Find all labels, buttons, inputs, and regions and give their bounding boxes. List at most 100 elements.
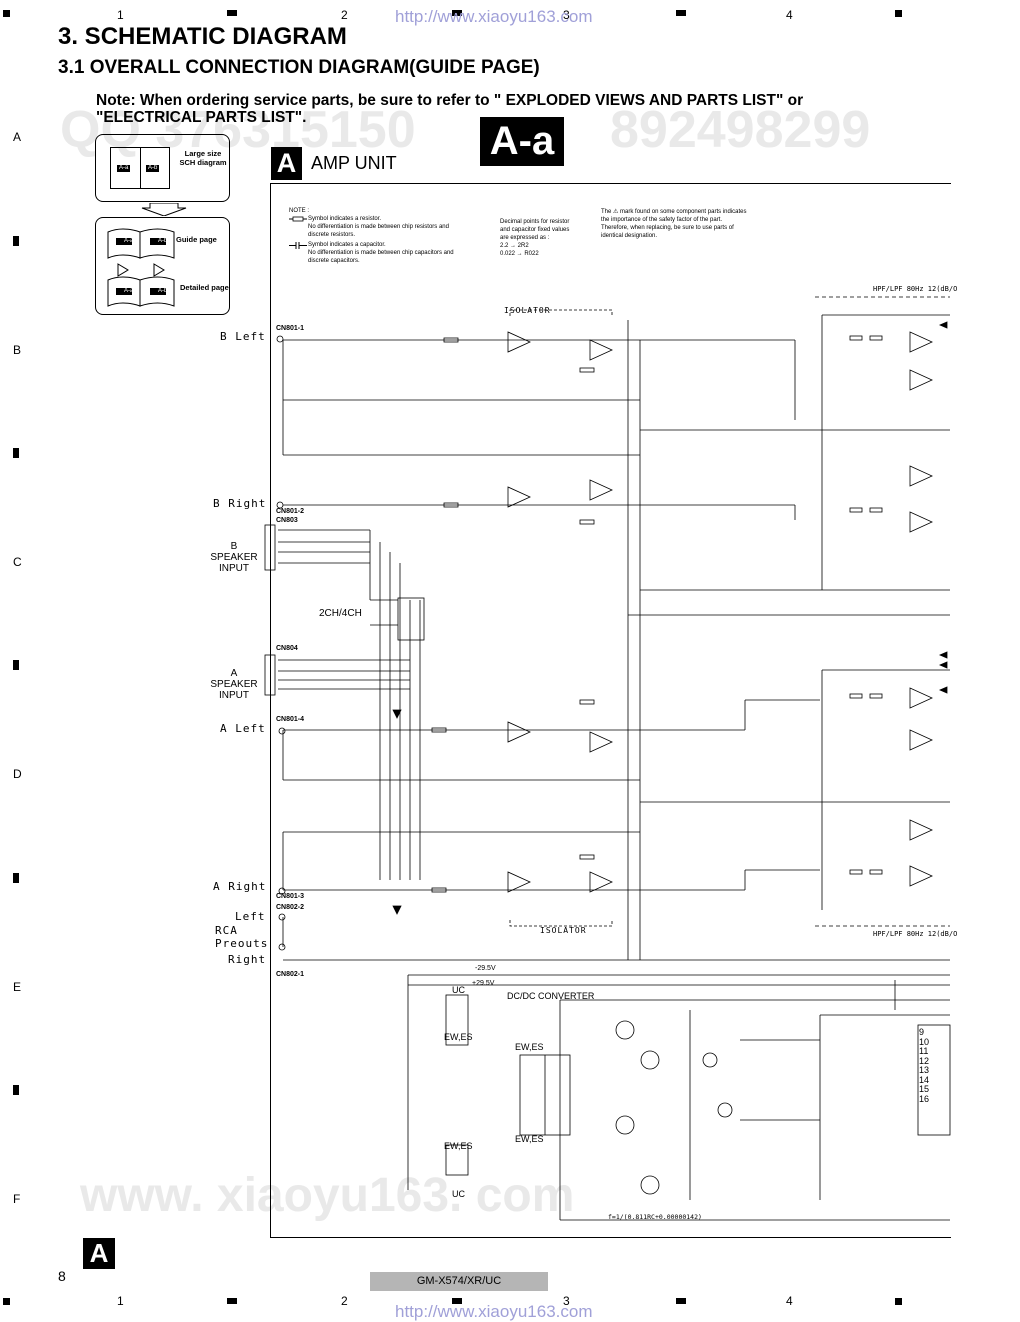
cn801-1-label: CN801-1 (276, 325, 305, 332)
cn801-2-label: CN801-2 (276, 508, 305, 515)
frequency-formula: f=1/(0.811RC+0.00000142) (608, 1213, 702, 1221)
ruler-mark (452, 1298, 462, 1304)
capacitor-symbol-icon (289, 242, 307, 249)
page-title: 3. SCHEMATIC DIAGRAM (58, 23, 347, 50)
sheet-icon: A-a A-b (110, 147, 170, 189)
corner-mark (3, 10, 10, 17)
ewes-mid-bottom-label: EW,ES (515, 1134, 544, 1144)
ewes-mid-top-label: EW,ES (515, 1042, 544, 1052)
cn802-2-label: CN802-2 (276, 904, 305, 911)
unit-name: AMP UNIT (311, 153, 397, 173)
row-mark (13, 873, 19, 883)
footer-letter-badge: A (83, 1238, 115, 1269)
isolator-top-label: ISOLATOR (504, 306, 551, 315)
model-number-bar: GM-X574/XR/UC (370, 1272, 548, 1291)
preouts-label: Preouts (215, 937, 269, 950)
row-letter: B (13, 343, 22, 357)
isolator-bottom-label: ISOLATOR (540, 926, 587, 935)
watermark-qq: QQ 376315150 (60, 101, 416, 159)
detail-a-label: A-a (124, 288, 134, 294)
ordering-note-line2: "ELECTRICAL PARTS LIST". (96, 109, 307, 126)
detailed-page-label: Detailed page (180, 283, 229, 292)
ruler-mark (676, 1298, 686, 1304)
col-number: 4 (786, 1294, 793, 1308)
ruler-mark (227, 10, 237, 16)
corner-mark (3, 1298, 10, 1305)
b-right-label: B Right (213, 497, 267, 510)
note-safety-4: identical designation. (601, 233, 658, 239)
ewes-left-bottom-label: EW,ES (444, 1141, 473, 1151)
page-subtitle: 3.1 OVERALL CONNECTION DIAGRAM(GUIDE PAG… (58, 57, 540, 78)
schematic-frame (270, 183, 951, 1238)
corner-mark (895, 1298, 902, 1305)
negative-voltage-label: -29.5V (475, 965, 496, 972)
rca-right-label: Right (228, 953, 267, 966)
rca-label: RCA (215, 924, 238, 937)
dcdc-converter-label: DC/DC CONVERTER (507, 991, 595, 1001)
hpf-lpf-bottom-label: HPF/LPF 80Hz 12(dB/O (873, 930, 958, 938)
note-decimal-5: 0.022 → R022 (500, 251, 539, 257)
row-letter: D (13, 767, 22, 781)
site-url[interactable]: http://www.xiaoyu163.com (395, 7, 593, 26)
note-safety-2: the importance of the safety factor of t… (601, 217, 723, 223)
col-number: 2 (341, 1294, 348, 1308)
guide-b-label: A-b (158, 238, 168, 244)
col-number: 1 (117, 8, 124, 22)
note-decimal-4: 2.2 → 2R2 (500, 243, 529, 249)
note-decimal-2: and capacitor fixed values (500, 227, 570, 233)
col-number: 2 (341, 8, 348, 22)
note-capacitor-2: No differentiation is made between chip … (308, 250, 454, 256)
sheet-a-label: A-a (117, 165, 131, 172)
row-mark (13, 448, 19, 458)
col-number: 4 (786, 8, 793, 22)
notes-heading: NOTE : (289, 208, 310, 214)
book-pages-icon (107, 228, 175, 307)
corner-mark (895, 10, 902, 17)
rca-left-label: Left (235, 910, 266, 923)
note-resistor-2: No differentiation is made between chip … (308, 224, 449, 230)
guide-detail-box: A-a A-b A-a A-b Guide page Detailed page (95, 217, 230, 315)
uc-bottom-label: UC (452, 1189, 465, 1199)
cn804-label: CN804 (276, 645, 298, 652)
cn803-label: CN803 (276, 517, 298, 524)
hpf-lpf-top-label: HPF/LPF 80Hz 12(dB/O (873, 285, 958, 293)
note-capacitor-3: discrete capacitors. (308, 258, 360, 264)
cn802-1-label: CN802-1 (276, 971, 305, 978)
note-decimal-1: Decimal points for resistor (500, 219, 570, 225)
unit-letter-badge: A (271, 147, 302, 180)
row-letter: C (13, 555, 22, 569)
ch-switch-label: 2CH/4CH (319, 608, 362, 619)
sheet-b-label: A-b (146, 165, 160, 172)
ruler-mark (452, 10, 462, 16)
site-url-bottom[interactable]: http://www.xiaoyu163.com (395, 1302, 593, 1321)
ordering-note-line1: Note: When ordering service parts, be su… (96, 92, 804, 109)
ruler-mark (676, 10, 686, 16)
page-badge: A-a (480, 117, 564, 166)
down-arrow-icon (141, 203, 187, 216)
a-left-label: A Left (220, 722, 266, 735)
detail-b-label: A-b (158, 288, 168, 294)
watermark-phone: 892498299 (610, 101, 871, 159)
guide-a-label: A-a (124, 238, 134, 244)
resistor-symbol-icon (289, 216, 307, 222)
col-number: 3 (563, 8, 570, 22)
row-mark (13, 660, 19, 670)
cn801-3-label: CN801-3 (276, 893, 305, 900)
b-left-label: B Left (220, 330, 266, 343)
row-letter: E (13, 980, 22, 994)
row-mark (13, 1085, 19, 1095)
col-number: 3 (563, 1294, 570, 1308)
ewes-left-top-label: EW,ES (444, 1032, 473, 1042)
row-mark (13, 236, 19, 246)
positive-voltage-label: +29.5V (472, 980, 495, 987)
row-letter: F (13, 1192, 21, 1206)
guide-page-label: Guide page (176, 235, 217, 244)
note-safety-1: The ⚠ mark found on some component parts… (601, 209, 747, 215)
note-resistor-3: discrete resistors. (308, 232, 356, 238)
row-letter: A (13, 130, 22, 144)
